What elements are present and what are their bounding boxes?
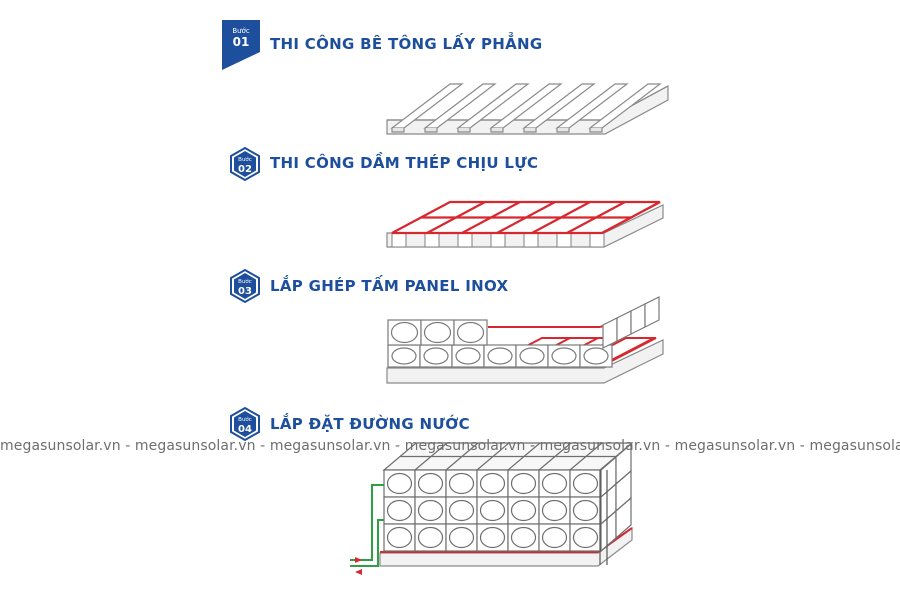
concrete-strip-face: [490, 128, 504, 133]
step-01-title: THI CÔNG BÊ TÔNG LẤY PHẲNG: [270, 35, 543, 53]
tank-panel-dimple: [417, 499, 444, 522]
inox-panel-side: [630, 303, 646, 335]
concrete-strip-face: [391, 128, 405, 133]
step-03-number: 03: [238, 286, 252, 297]
step-01-badge: Bước 01: [222, 20, 260, 70]
inox-panel-dimple: [583, 347, 609, 365]
foundation-block: [589, 232, 605, 248]
inox-panel-dimple: [390, 321, 419, 344]
concrete-strip-face: [589, 128, 603, 133]
tank-panel-dimple: [417, 472, 444, 495]
inox-panel-dimple: [423, 347, 449, 365]
concrete-strip-face: [424, 128, 438, 133]
foundation-block: [523, 232, 539, 248]
concrete-strip-face: [556, 128, 570, 133]
steel-beam-illustration: [386, 200, 664, 248]
watermark-text: megasunsolar.vn - megasunsolar.vn - mega…: [0, 438, 900, 454]
inox-panel-dimple: [456, 321, 485, 344]
step-02-number: 02: [238, 164, 252, 175]
tank-panel-dimple: [541, 526, 568, 549]
flow-arrow-icons: [355, 557, 362, 575]
tank-panel-dimple: [386, 526, 413, 549]
foundation-block: [457, 232, 473, 248]
tank-side-panel: [615, 496, 632, 540]
step-03-word: Bước: [238, 278, 252, 285]
inox-panel-dimple: [423, 321, 452, 344]
concrete-strip-face: [523, 128, 537, 133]
tank-panel-dimple: [572, 499, 599, 522]
step-04-badge: Bước 04: [230, 406, 260, 442]
tank-panel-dimple: [572, 526, 599, 549]
tank-panel-dimple: [572, 472, 599, 495]
step-02-title: THI CÔNG DẦM THÉP CHỊU LỰC: [270, 154, 539, 172]
inox-panel-dimple: [551, 347, 577, 365]
step-01-word: Bước: [232, 27, 250, 35]
step-04-number: 04: [238, 424, 252, 435]
step-03-title: LẮP GHÉP TẤM PANEL INOX: [270, 277, 509, 295]
step-03-badge: Bước 03: [230, 268, 260, 304]
foundation-block: [424, 232, 440, 248]
tank-panel-dimple: [510, 499, 537, 522]
inox-panel-dimple: [391, 347, 417, 365]
step-04-title: LẮP ĐẶT ĐƯỜNG NƯỚC: [270, 415, 470, 433]
foundation-block: [556, 232, 572, 248]
foundation-block: [391, 232, 407, 248]
step-02-word: Bước: [238, 156, 252, 163]
foundation-block: [490, 232, 506, 248]
tank-panel-dimple: [386, 472, 413, 495]
tank-panel-dimple: [510, 526, 537, 549]
water-tank-illustration: [350, 442, 634, 575]
step-04-word: Bước: [238, 416, 252, 423]
tank-panel-dimple: [479, 499, 506, 522]
inox-panel-dimple: [487, 347, 513, 365]
tank-panel-dimple: [541, 472, 568, 495]
tank-panel-dimple: [386, 499, 413, 522]
tank-panel-dimple: [479, 472, 506, 495]
inox-panel-side: [644, 296, 660, 328]
tank-ladder: [599, 470, 608, 565]
inox-panel-dimple: [455, 347, 481, 365]
tank-panel-dimple: [510, 472, 537, 495]
tank-panel-dimple: [448, 472, 475, 495]
concrete-foundation-illustration: [386, 83, 669, 135]
tank-panel-dimple: [479, 526, 506, 549]
inox-panel-dimple: [519, 347, 545, 365]
stainless-panel-illustration: [386, 296, 664, 384]
concrete-strip-face: [457, 128, 471, 133]
step-01-number: 01: [233, 35, 250, 49]
tank-panel-dimple: [448, 526, 475, 549]
step-02-badge: Bước 02: [230, 146, 260, 182]
tank-panel-dimple: [417, 526, 444, 549]
tank-panel-dimple: [448, 499, 475, 522]
inox-panel-side: [616, 310, 632, 342]
water-pipe: [350, 484, 384, 567]
tank-panel-dimple: [541, 499, 568, 522]
